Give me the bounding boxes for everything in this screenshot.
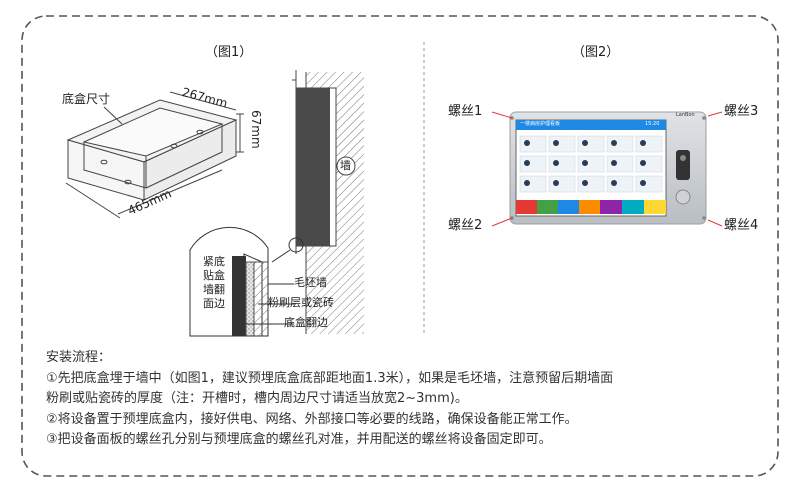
- speaker-grille: [675, 189, 691, 205]
- steps-title: 安装流程：: [46, 350, 112, 365]
- step-line-4: ③把设备面板的螺丝孔分别与预埋底盒的螺丝孔对准，并用配送的螺丝将设备固定即可。: [46, 432, 552, 447]
- detail-note-line-4: 面边: [203, 297, 225, 310]
- screw-3-marker: [702, 116, 706, 120]
- screw-4-marker: [702, 216, 706, 220]
- label-plaster-tile: 粉刷层或瓷砖: [268, 296, 334, 309]
- detail-note-line-1: 紧底: [203, 255, 225, 268]
- screw-4-label: 螺丝4: [724, 218, 759, 233]
- bottom-box-illustration: [65, 91, 244, 219]
- screw-2-marker: [510, 216, 514, 220]
- dim-height-label: 67mm: [249, 110, 263, 149]
- device-illustration: [491, 111, 723, 227]
- detail-note-line-2: 贴盒: [203, 269, 225, 282]
- installation-steps: 安装流程： ①先把底盒埋于墙中（如图1，建议预埋底盒底部距地面1.3米），如果是…: [46, 348, 613, 451]
- wall-label-circle: [336, 156, 356, 176]
- box-size-label: 底盒尺寸: [62, 92, 111, 106]
- step-line-3: ②将设备置于预埋底盒内，接好供电、网络、外部接口等必要的线路，确保设备能正常工作…: [46, 411, 578, 427]
- step-line-1: ①先把底盒埋于墙中（如图1，建议预埋底盒底部距地面1.3米），如果是毛坯墙，注意…: [46, 370, 614, 386]
- label-rough-wall: 毛坯墙: [294, 276, 327, 289]
- screen-title: 一楼病房护理看板: [520, 121, 561, 127]
- wall-label: 墙: [340, 159, 351, 172]
- screen-time: 15:20: [645, 121, 660, 127]
- screw-1-label: 螺丝1: [448, 104, 483, 119]
- device-brand: LanBon: [676, 112, 695, 118]
- detail-enlargement: [189, 226, 294, 337]
- dashed-frame: [21, 15, 779, 477]
- screw-3-label: 螺丝3: [724, 104, 759, 119]
- wall-section: [271, 70, 364, 334]
- detail-callout-circle: [288, 237, 304, 253]
- figure2-caption: （图2）: [572, 45, 620, 60]
- figure1-caption: （图1）: [205, 45, 253, 60]
- device-in-wall: [296, 88, 330, 246]
- camera-module: [676, 150, 690, 180]
- detail-note-line-3: 墙翻: [203, 283, 225, 296]
- label-box-flange: 底盒翻边: [284, 316, 328, 329]
- step-line-2: 粉刷或贴瓷砖的厚度（注：开槽时，槽内周边尺寸请适当放宽2~3mm)。: [46, 391, 468, 406]
- screw-2-label: 螺丝2: [448, 218, 483, 233]
